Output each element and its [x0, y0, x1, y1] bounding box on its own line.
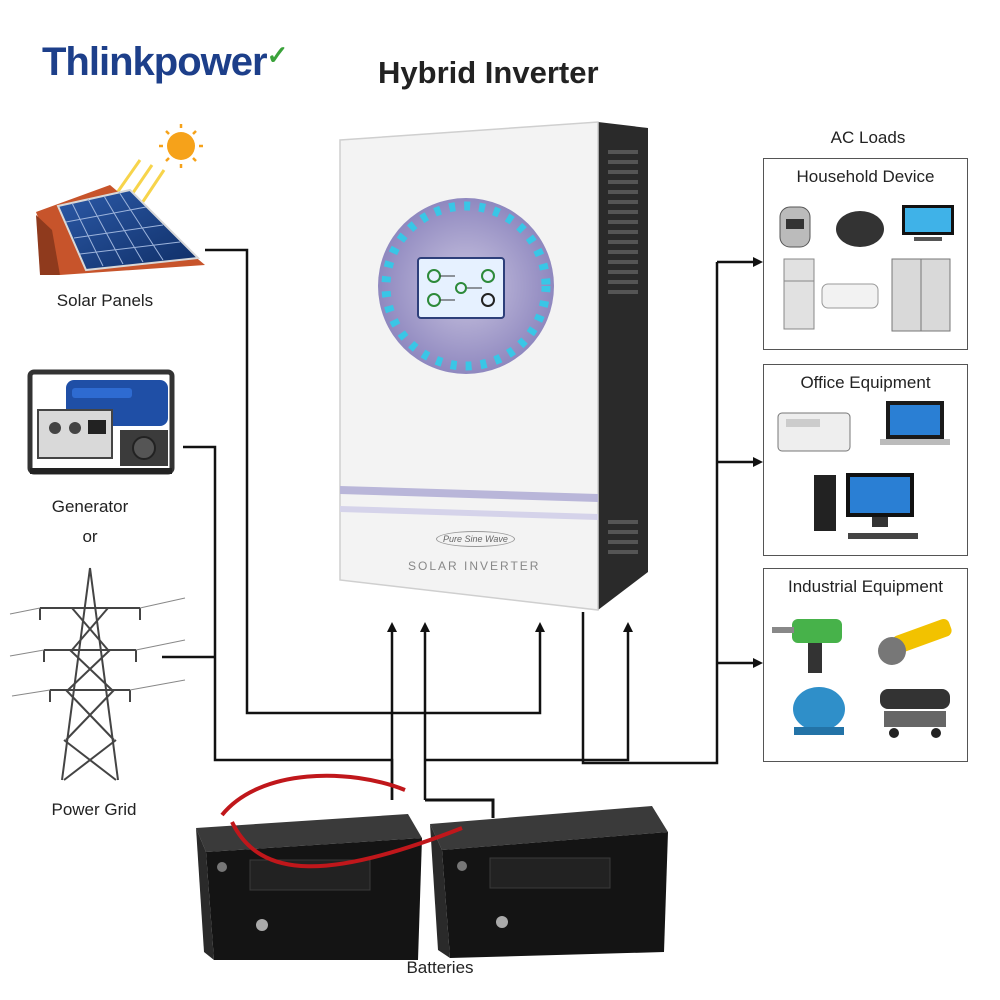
household-icons: [779, 205, 954, 332]
office-equipment-title: Office Equipment: [800, 373, 931, 392]
ac-loads-heading: AC Loads: [830, 128, 906, 147]
solar-panels-illustration: [36, 124, 205, 275]
household-device-box: Household Device: [763, 158, 968, 350]
battery-right: [430, 806, 668, 958]
brand-check-icon: ✓: [266, 40, 289, 70]
solar-panels-label: Solar Panels: [56, 291, 154, 310]
power-grid-illustration: [9, 567, 186, 781]
industrial-icons: [772, 618, 952, 738]
power-grid-label: Power Grid: [51, 800, 137, 819]
brand-name: Thlinkpower: [42, 40, 268, 84]
battery-left: [196, 814, 422, 960]
batteries-illustration: [196, 773, 668, 960]
battery-wire-d: [540, 622, 633, 762]
or-label: or: [82, 527, 98, 546]
office-equipment-box: Office Equipment: [763, 364, 968, 556]
industrial-equipment-box: Industrial Equipment: [763, 568, 968, 762]
generator-illustration: [27, 369, 175, 475]
industrial-equipment-title: Industrial Equipment: [788, 577, 943, 596]
generator-label: Generator: [51, 497, 129, 516]
household-device-title: Household Device: [796, 167, 935, 186]
wiring: [162, 248, 763, 800]
office-icons: [777, 401, 950, 539]
batteries-label: Batteries: [406, 958, 474, 977]
solar-wire: [205, 248, 545, 715]
battery-link-red: [220, 773, 463, 869]
inverter-label: SOLAR INVERTER: [408, 559, 541, 573]
pure-sine-wave-badge: Pure Sine Wave: [436, 531, 515, 547]
inverter-illustration: [339, 121, 648, 611]
output-wire: [581, 262, 719, 765]
brand-logo: Thlinkpower✓: [42, 40, 289, 85]
battery-link-black: [425, 798, 495, 818]
page-title: Hybrid Inverter: [378, 55, 599, 90]
